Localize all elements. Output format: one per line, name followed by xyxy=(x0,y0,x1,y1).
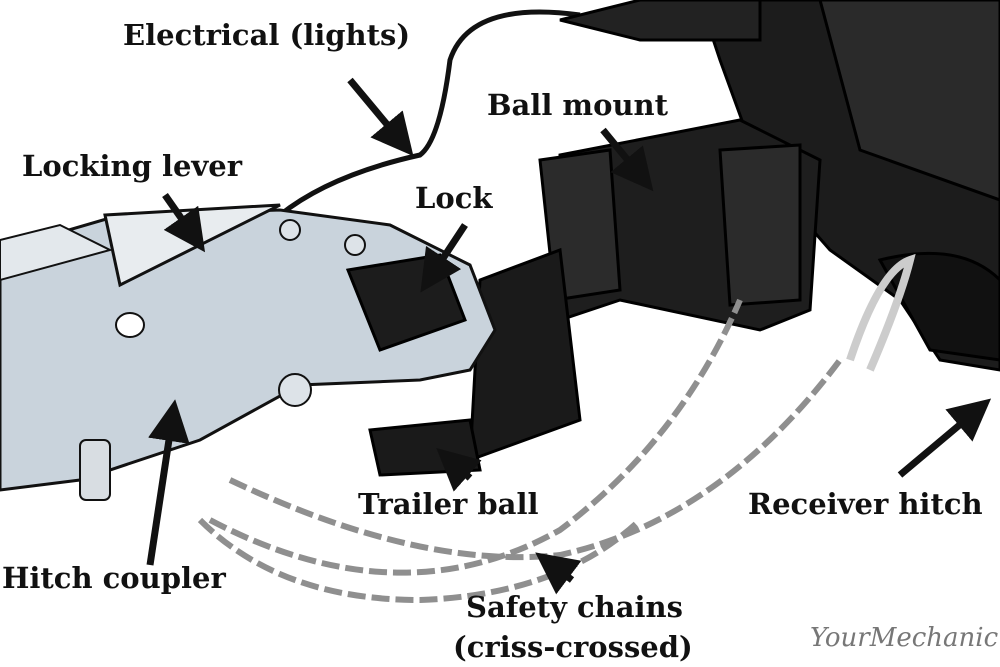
label-electrical: Electrical (lights) xyxy=(123,18,410,52)
receiver-hitch xyxy=(698,0,1000,372)
label-safety-chains-note: (criss-crossed) xyxy=(453,630,693,664)
label-hitch-coupler: Hitch coupler xyxy=(2,561,226,595)
plug xyxy=(559,0,762,42)
ball-mount xyxy=(368,118,822,477)
label-safety-chains: Safety chains xyxy=(466,590,683,624)
arrow-electrical xyxy=(347,77,414,157)
arrow-hitch-coupler xyxy=(146,399,190,566)
arrow-safety-chains xyxy=(535,552,582,595)
label-ball-mount: Ball mount xyxy=(487,88,669,122)
label-locking-lever: Locking lever xyxy=(22,149,243,183)
arrow-ball-mount xyxy=(600,127,654,192)
arrow-receiver-hitch xyxy=(897,398,992,478)
chain-hook xyxy=(846,253,916,372)
label-receiver-hitch: Receiver hitch xyxy=(748,487,983,521)
arrow-locking-lever xyxy=(162,192,206,253)
arrow-lock xyxy=(420,223,468,293)
label-lock: Lock xyxy=(415,181,493,215)
electrical-cable xyxy=(278,9,581,217)
arrow-trailer-ball xyxy=(436,448,482,492)
watermark-logo: YourMechanic xyxy=(810,623,999,653)
label-trailer-ball: Trailer ball xyxy=(358,487,539,521)
trailer-ball xyxy=(368,418,482,477)
pointer-arrows xyxy=(146,77,992,595)
